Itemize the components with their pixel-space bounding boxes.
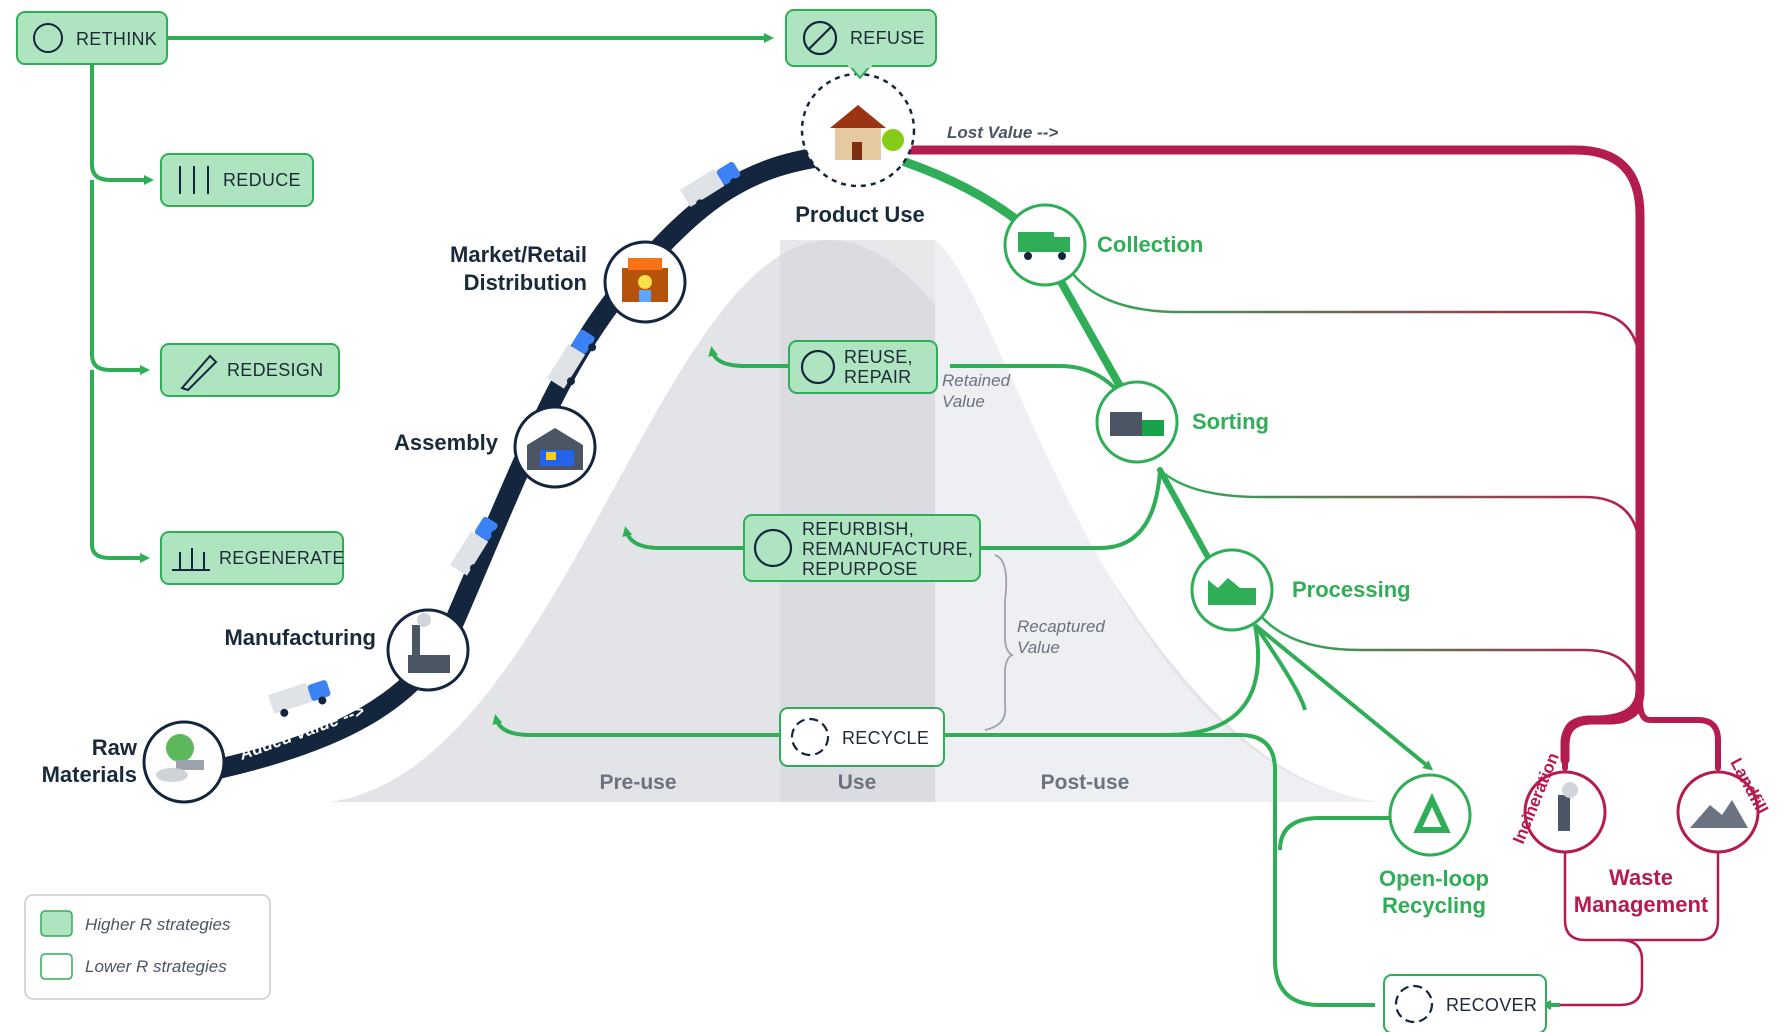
recycle-label: RECYCLE [842, 728, 929, 748]
legend-higher-swatch [40, 910, 73, 937]
legend: Higher R strategies Lower R strategies [24, 894, 271, 1000]
recaptured-bracket [984, 554, 1015, 731]
manufacturing-label: Manufacturing [224, 625, 376, 650]
raw-materials-label-line1: Raw [92, 735, 138, 760]
product-use-label: Product Use [795, 202, 925, 227]
regenerate-box[interactable]: REGENERATE [160, 531, 345, 585]
refurbish-label-line1: REFURBISH, [802, 519, 914, 539]
recover-box[interactable]: RECOVER [1383, 974, 1547, 1032]
open-loop-label-line2: Recycling [1382, 893, 1486, 918]
phase-pre-use-label: Pre-use [599, 771, 676, 794]
recycle-box[interactable]: RECYCLE [779, 707, 945, 767]
reuse-repair-box[interactable]: REUSE, REPAIR [788, 340, 938, 394]
cycle-arrow-icon [800, 349, 836, 385]
landfill-node [1676, 770, 1760, 854]
down-arrows-icon [179, 166, 209, 194]
refuse-box[interactable]: REFUSE [785, 9, 937, 80]
refuse-label: REFUSE [850, 28, 925, 48]
rethink-box[interactable]: RETHINK [16, 11, 168, 65]
stage-assembly-node [513, 405, 597, 489]
waste-split [1562, 697, 1721, 771]
collection-node [1003, 203, 1087, 287]
raw-materials-label-line2: Materials [42, 762, 137, 787]
two-arrow-cycle-icon [753, 528, 793, 568]
reduce-label: REDUCE [223, 170, 301, 190]
rethink-arrows [90, 33, 774, 563]
plants-icon [172, 548, 210, 571]
reuse-label-line1: REUSE, [844, 347, 913, 367]
truck-icons [268, 161, 741, 717]
phase-post-use-label: Post-use [1041, 771, 1130, 794]
redesign-label: REDESIGN [227, 360, 323, 380]
pencil-icon [180, 354, 218, 392]
processing-label: Processing [1292, 577, 1411, 602]
market-label-line1: Market/Retail [450, 242, 587, 267]
retained-label-line2: Value [942, 392, 985, 411]
return-loops [492, 346, 1560, 1010]
refurbish-box[interactable]: REFURBISH, REMANUFACTURE, REPURPOSE [743, 514, 981, 582]
collection-label: Collection [1097, 232, 1203, 257]
legend-higher-label: Higher R strategies [85, 915, 231, 934]
sorting-label: Sorting [1192, 409, 1269, 434]
reuse-label-line2: REPAIR [844, 367, 911, 387]
recover-label: RECOVER [1446, 995, 1537, 1015]
recaptured-label-line2: Value [1017, 638, 1060, 657]
legend-lower-label: Lower R strategies [85, 957, 227, 976]
reduce-box[interactable]: REDUCE [160, 153, 314, 207]
recover-arrows-icon [1394, 984, 1434, 1024]
loss-lines [1068, 269, 1642, 706]
waste-bracket [1560, 830, 1720, 1007]
phase-use-label: Use [838, 771, 877, 794]
processing-node [1190, 548, 1274, 632]
open-loop-label-line1: Open-loop [1379, 866, 1489, 891]
stage-product-use-node [800, 72, 916, 188]
refurbish-label-line3: REPURPOSE [802, 559, 918, 579]
redesign-box[interactable]: REDESIGN [160, 343, 340, 397]
waste-label-line1: Waste [1609, 865, 1673, 890]
stage-market-node [603, 240, 687, 324]
regenerate-label: REGENERATE [219, 548, 345, 568]
open-loop-recycling-node [1388, 773, 1472, 857]
refuse-circle-slash-icon [802, 20, 838, 56]
legend-lower-swatch [40, 953, 73, 980]
rethink-label: RETHINK [76, 29, 157, 49]
waste-label-line2: Management [1574, 892, 1709, 917]
market-label-line2: Distribution [464, 270, 587, 295]
assembly-label: Assembly [394, 430, 499, 455]
refurbish-label-line2: REMANUFACTURE, [802, 539, 973, 559]
recycle-arrows-icon [790, 717, 830, 757]
stage-manufacturing-node [386, 608, 470, 692]
recaptured-label-line1: Recaptured [1017, 617, 1105, 636]
lost-value-label: Lost Value --> [947, 123, 1058, 142]
incineration-node [1523, 770, 1607, 854]
retained-label-line1: Retained [942, 371, 1011, 390]
stage-raw-materials-node [142, 720, 226, 804]
sorting-node [1095, 380, 1179, 464]
head-gear-icon [33, 23, 63, 53]
